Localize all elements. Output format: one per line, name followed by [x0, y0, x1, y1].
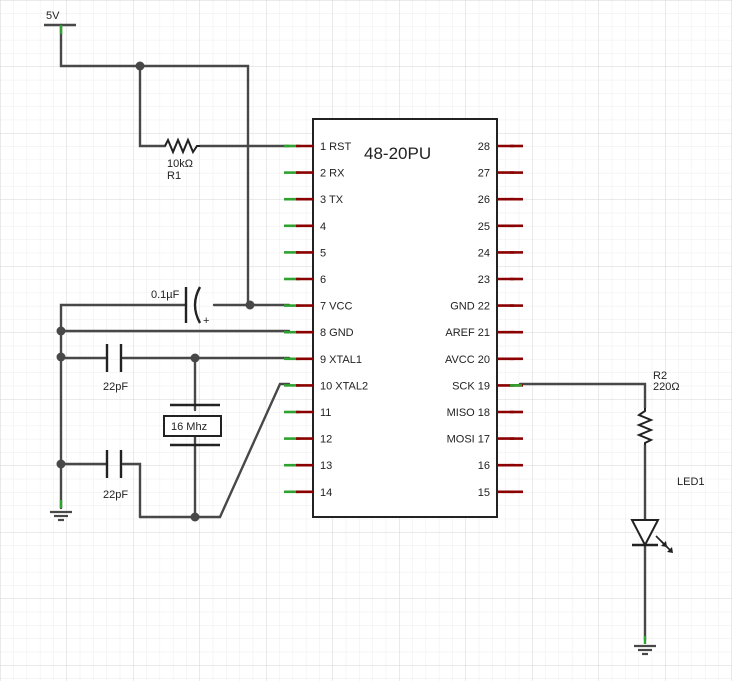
c1-value: 22pF — [103, 381, 128, 393]
chip-pin-label: AREF 21 — [445, 327, 490, 339]
chip-pin-label: 28 — [478, 141, 490, 153]
chip-pin-left[interactable]: 3 TX — [284, 194, 344, 206]
chip-pin-right[interactable]: AVCC 20 — [445, 354, 523, 366]
led-led1[interactable]: LED1 — [630, 476, 705, 553]
chip-pin-left[interactable]: 12 — [284, 434, 332, 446]
chip-pin-right[interactable]: 28 — [478, 141, 523, 153]
chip-pin-label: 6 — [320, 274, 326, 286]
chip-pin-left[interactable]: 2 RX — [284, 168, 345, 180]
r1-name: R1 — [167, 170, 181, 182]
c2-value: 22pF — [103, 489, 128, 501]
chip-pin-label: 16 — [478, 460, 490, 472]
chip-pin-label: SCK 19 — [452, 380, 490, 392]
chip-pin-label: 3 TX — [320, 194, 344, 206]
chip-pin-right[interactable]: 15 — [478, 487, 523, 499]
r1-value: 10kΩ — [167, 158, 193, 170]
chip-pin-label: 13 — [320, 460, 332, 472]
decoupling-cap-polarity: + — [203, 315, 209, 327]
ground-symbol-left[interactable] — [50, 500, 72, 522]
chip-pin-label: 24 — [478, 247, 490, 259]
chip-pin-left[interactable]: 7 VCC — [284, 301, 352, 313]
chip-pin-label: 8 GND — [320, 327, 354, 339]
chip-pin-label: 2 RX — [320, 168, 345, 180]
chip-pin-label: 1 RST — [320, 141, 351, 153]
ground-symbol-right[interactable] — [634, 636, 656, 656]
chip-pin-left[interactable]: 9 XTAL1 — [284, 354, 362, 366]
junctions — [56, 61, 255, 522]
chip-pin-right[interactable]: 25 — [478, 221, 523, 233]
chip-pin-right[interactable]: 16 — [478, 460, 523, 472]
chip-pin-label: GND 22 — [450, 301, 490, 313]
chip-pin-left[interactable]: 1 RST — [284, 141, 351, 153]
chip-pin-label: 15 — [478, 487, 490, 499]
chip-pin-label: 10 XTAL2 — [320, 380, 368, 392]
chip-pin-left[interactable]: 13 — [284, 460, 332, 472]
chip-pin-label: 5 — [320, 247, 326, 259]
chip-pin-left[interactable]: 10 XTAL2 — [284, 380, 368, 392]
junction-dot — [245, 300, 255, 310]
chip-left-pins: 1 RST 2 RX 3 TX 4 5 6 7 VCC 8 GND 9 XTAL1 10 XTAL… — [284, 141, 368, 499]
chip-pin-left[interactable]: 5 — [284, 247, 326, 259]
chip-pin-right[interactable]: MISO 18 — [447, 407, 523, 419]
chip-pin-label: 7 VCC — [320, 301, 352, 313]
power-5v-symbol[interactable]: 5V — [44, 10, 76, 34]
resistor-r2[interactable]: R2 220Ω — [636, 370, 680, 445]
chip-pin-left[interactable]: 4 — [284, 221, 326, 233]
junction-dot — [56, 326, 66, 336]
crystal-16mhz[interactable]: 16 Mhz — [163, 403, 222, 447]
chip-pin-left[interactable]: 11 — [284, 407, 331, 419]
chip-pin-label: 26 — [478, 194, 490, 206]
junction-dot — [190, 512, 200, 522]
chip-pin-label: 27 — [478, 168, 490, 180]
resistor-r1[interactable]: 10kΩ R1 — [164, 137, 200, 182]
junction-dot — [190, 353, 200, 363]
chip-pin-right[interactable]: 23 — [478, 274, 523, 286]
chip-pin-left[interactable]: 6 — [284, 274, 326, 286]
chip-pin-label: 12 — [320, 434, 332, 446]
junction-dot — [56, 459, 66, 469]
chip-pin-left[interactable]: 14 — [284, 487, 332, 499]
chip-pin-left[interactable]: 8 GND — [284, 327, 354, 339]
chip-pin-right[interactable]: GND 22 — [450, 301, 523, 313]
r2-name: R2 — [653, 370, 667, 382]
chip-pin-right[interactable]: MOSI 17 — [447, 434, 523, 446]
power-label: 5V — [46, 10, 60, 22]
chip-pin-label: MOSI 17 — [447, 434, 490, 446]
chip-pin-label: 11 — [320, 407, 331, 419]
chip-body[interactable] — [312, 118, 498, 518]
decoupling-cap-value: 0.1µF — [151, 289, 180, 301]
chip-name: 48-20PU — [364, 144, 431, 163]
crystal-label: 16 Mhz — [171, 421, 207, 433]
led-name: LED1 — [677, 476, 705, 488]
chip-pin-label: 9 XTAL1 — [320, 354, 362, 366]
chip-pin-label: MISO 18 — [447, 407, 490, 419]
junction-dot — [56, 352, 66, 362]
chip-pin-label: 23 — [478, 274, 490, 286]
chip-pin-right[interactable]: AREF 21 — [445, 327, 523, 339]
capacitor-c2[interactable]: 22pF — [103, 450, 128, 501]
r2-value: 220Ω — [653, 381, 680, 393]
ic-chip[interactable]: 48-20PU 1 RST 2 RX 3 TX 4 5 6 7 VCC 8 GND 9 XTAL… — [284, 118, 523, 518]
capacitor-c1[interactable]: 22pF — [103, 344, 128, 393]
junction-dot — [135, 61, 145, 71]
capacitor-decoupling[interactable]: 0.1µF + — [151, 286, 209, 327]
chip-pin-label: 14 — [320, 487, 332, 499]
chip-pin-label: 4 — [320, 221, 326, 233]
chip-pin-right[interactable]: 27 — [478, 168, 523, 180]
chip-pin-label: AVCC 20 — [445, 354, 490, 366]
chip-pin-label: 25 — [478, 221, 490, 233]
chip-pin-right[interactable]: 24 — [478, 247, 523, 259]
chip-pin-right[interactable]: 26 — [478, 194, 523, 206]
